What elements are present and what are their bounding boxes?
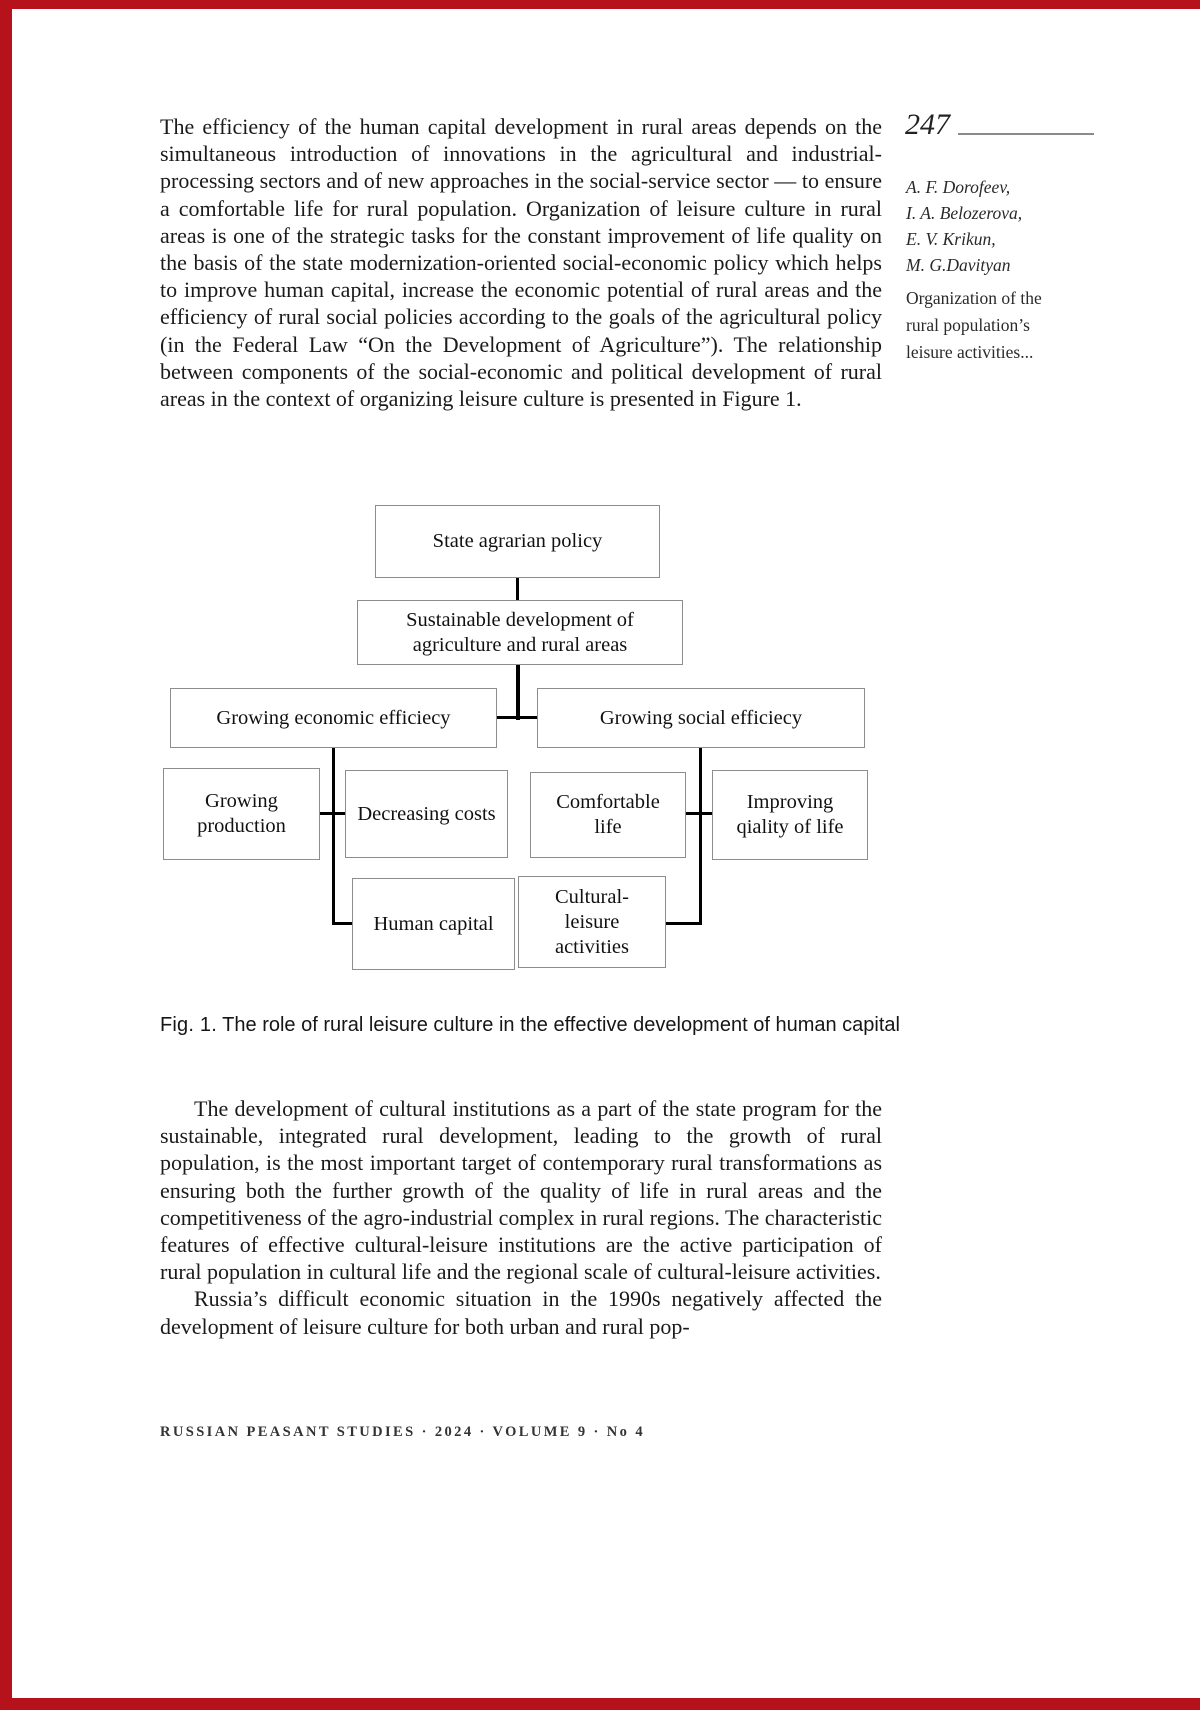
node-label: Cultural-leisure activities bbox=[554, 885, 629, 958]
node-growing-production: Growing production bbox=[163, 768, 320, 860]
node-state-agrarian-policy: State agrarian policy bbox=[375, 505, 660, 578]
connector-line bbox=[516, 578, 519, 601]
node-label: Comfortable life bbox=[556, 791, 660, 838]
node-decreasing-costs: Decreasing costs bbox=[345, 770, 508, 858]
node-improving-quality-of-life: Improving qiality of life bbox=[712, 770, 868, 860]
connector-line bbox=[516, 665, 520, 720]
node-cultural-leisure-activities: Cultural-leisure activities bbox=[518, 876, 666, 968]
margin-author: M. G.Davityan bbox=[906, 255, 1011, 275]
paragraph: The development of cultural institutions… bbox=[160, 1096, 882, 1285]
connector-line bbox=[497, 716, 537, 719]
node-growing-economic-efficiency: Growing economic efficiecy bbox=[170, 688, 497, 748]
margin-notes: A. F. Dorofeev, I. A. Belozerova, E. V. … bbox=[906, 174, 1066, 366]
connector-line bbox=[699, 748, 702, 925]
node-label: Growing economic efficiecy bbox=[216, 706, 451, 729]
margin-author: A. F. Dorofeev, bbox=[906, 177, 1011, 197]
body-text-block-top: The efficiency of the human capital deve… bbox=[160, 113, 882, 412]
margin-author: I. A. Belozerova, bbox=[906, 203, 1023, 223]
node-label: Sustainable development of agriculture a… bbox=[406, 608, 634, 656]
node-label: Human capital bbox=[373, 912, 494, 935]
figure-caption-label: Fig. 1. bbox=[160, 1014, 217, 1036]
page-number-rule bbox=[958, 133, 1094, 135]
node-label: Decreasing costs bbox=[357, 802, 496, 825]
figure-caption-text: The role of rural leisure culture in the… bbox=[216, 1014, 900, 1036]
node-label: Improving qiality of life bbox=[736, 791, 844, 838]
page-frame-bottom bbox=[0, 1698, 1200, 1710]
node-label: Growing production bbox=[197, 790, 286, 837]
page-frame-left bbox=[0, 0, 12, 1710]
page-frame-top bbox=[0, 0, 1200, 9]
page-number: 247 bbox=[905, 108, 950, 141]
node-comfortable-life: Comfortable life bbox=[530, 772, 686, 858]
paragraph: The efficiency of the human capital deve… bbox=[160, 114, 882, 412]
node-label: Growing social efficiecy bbox=[599, 706, 803, 729]
journal-footer: RUSSIAN PEASANT STUDIES · 2024 · VOLUME … bbox=[160, 1424, 646, 1440]
connector-line bbox=[320, 812, 345, 815]
margin-author: E. V. Krikun, bbox=[906, 229, 996, 249]
node-label: State agrarian policy bbox=[432, 530, 603, 552]
node-sustainable-development: Sustainable development of agriculture a… bbox=[357, 600, 683, 665]
node-human-capital: Human capital bbox=[352, 878, 515, 970]
paragraph: Russia’s difficult economic situation in… bbox=[160, 1286, 882, 1339]
connector-line bbox=[686, 812, 712, 815]
connector-line bbox=[332, 922, 354, 925]
body-text-block-bottom: The development of cultural institutions… bbox=[160, 1095, 882, 1340]
connector-line bbox=[666, 922, 702, 925]
margin-running-title: Organization of the rural population’s l… bbox=[906, 288, 1042, 362]
figure-1-diagram: State agrarian policy Sustainable develo… bbox=[160, 500, 900, 975]
connector-line bbox=[332, 748, 335, 925]
node-growing-social-efficiency: Growing social efficiecy bbox=[537, 688, 865, 748]
figure-caption: Fig. 1. The role of rural leisure cultur… bbox=[160, 1012, 900, 1039]
